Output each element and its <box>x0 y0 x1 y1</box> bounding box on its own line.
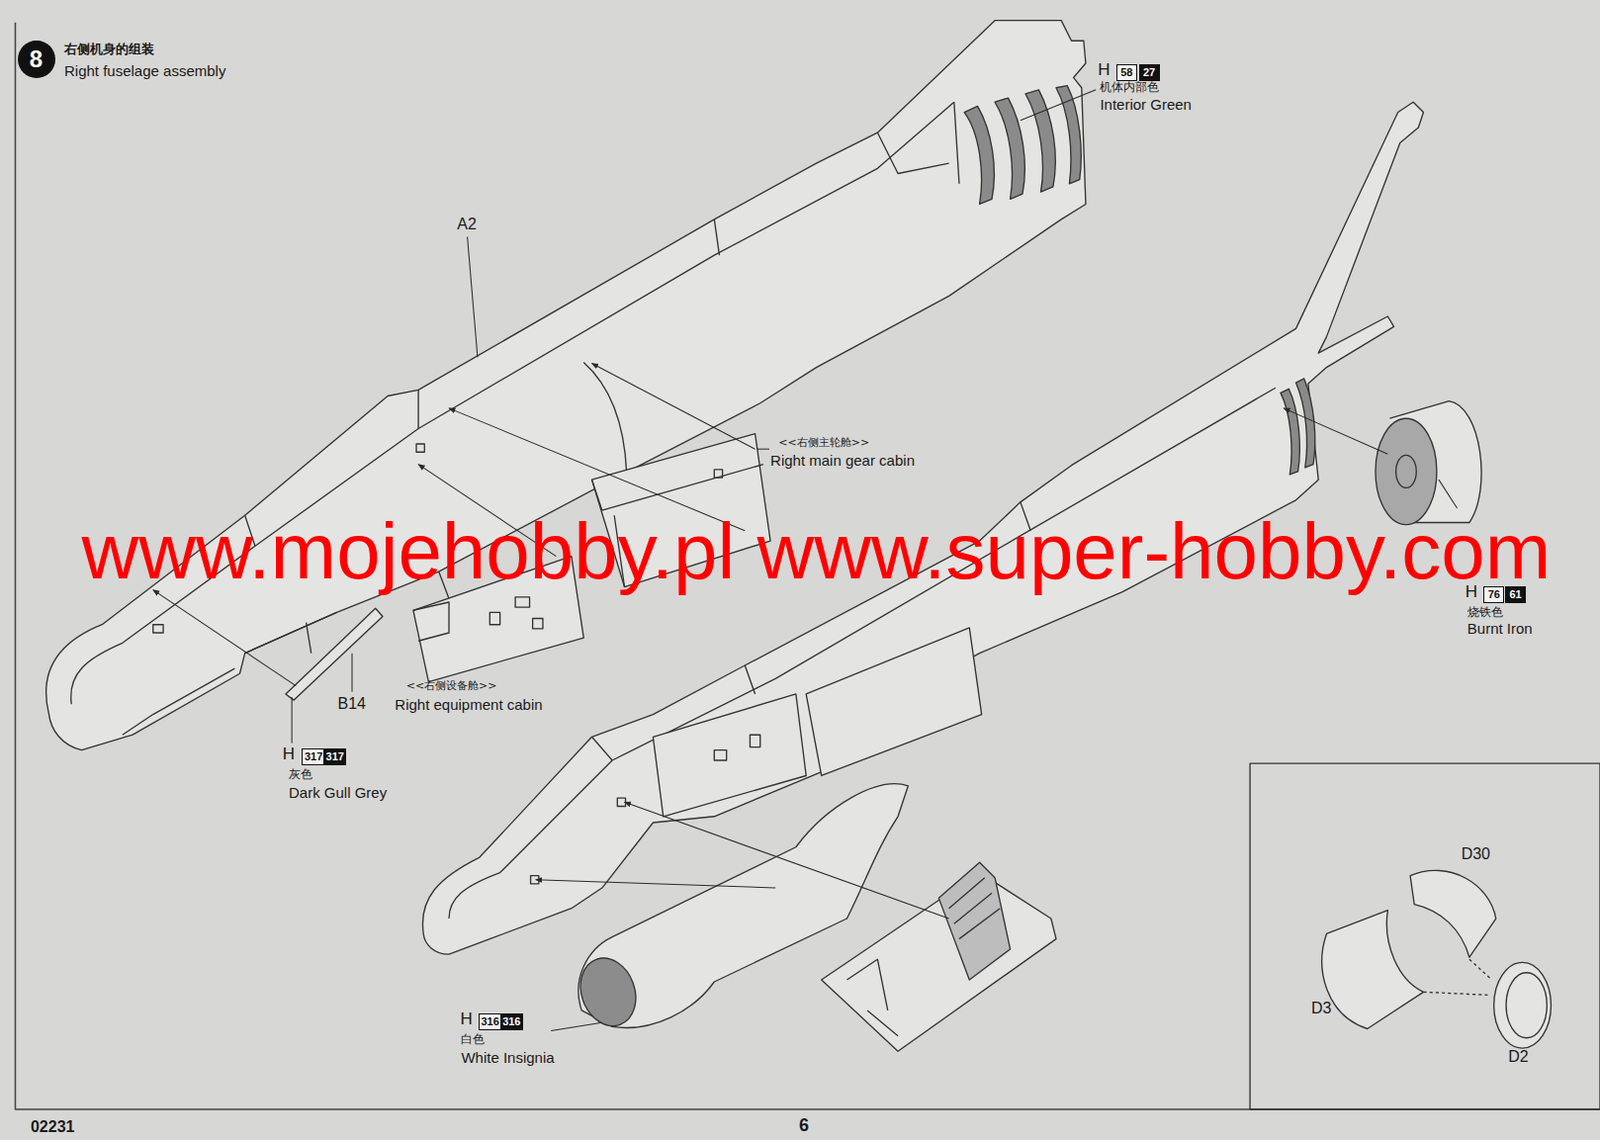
inset-box <box>1249 763 1600 1110</box>
part-number: B14 <box>338 695 366 713</box>
paint-code-text: 316 <box>480 1016 499 1028</box>
paint-code-text: 317 <box>304 751 323 763</box>
cockpit-part <box>821 862 1057 1052</box>
paint-code: 58 <box>1116 64 1138 82</box>
paint-prefix: H <box>459 1010 472 1030</box>
paint-code: 27 <box>1139 64 1160 82</box>
paint-code: 317 <box>323 748 347 766</box>
part-number: D2 <box>1508 1048 1528 1067</box>
kit-number: 02231 <box>30 1118 76 1137</box>
part-name-cn: <<右侧设备舱>> <box>406 680 498 693</box>
part-name-cn: <<右侧主轮舱>> <box>778 437 870 449</box>
inset-parts <box>1322 870 1552 1049</box>
step-number: 8 <box>17 40 56 79</box>
heading-en: Right fuselage assembly <box>64 63 226 81</box>
paint-name: White Insignia <box>460 1050 554 1067</box>
page-number: 6 <box>799 1116 809 1137</box>
paint-name-cn: 灰色 <box>288 768 313 782</box>
paint-code: 317 <box>301 748 325 766</box>
paint-name-cn: 机体内部色 <box>1099 81 1159 94</box>
paint-code: 316 <box>500 1013 524 1031</box>
part-number: D3 <box>1311 999 1332 1018</box>
paint-code: 316 <box>478 1013 502 1031</box>
paint-code-text: 61 <box>1509 589 1521 601</box>
watermark: www.mojehobby.pl www.super-hobby.com <box>82 512 1552 592</box>
part-number: D30 <box>1461 845 1491 864</box>
paint-code-text: 58 <box>1120 67 1133 79</box>
paint-name: Burnt Iron <box>1467 621 1533 638</box>
step-number-text: 8 <box>29 47 43 72</box>
exhaust-part <box>1375 401 1482 526</box>
paint-prefix: H <box>282 745 295 765</box>
part-number: A2 <box>456 215 477 234</box>
strip-part <box>285 608 383 701</box>
paint-code-text: 76 <box>1488 589 1501 601</box>
paint-code-text: 317 <box>326 751 345 763</box>
paint-name: Dark Gull Grey <box>288 785 387 802</box>
assembly-arrows <box>153 362 1389 919</box>
part-name: Right equipment cabin <box>394 697 542 714</box>
paint-prefix: H <box>1465 583 1478 603</box>
paint-code-text: 27 <box>1143 67 1156 79</box>
paint-name: Interior Green <box>1099 96 1192 114</box>
paint-name-cn: 烧铁色 <box>1467 606 1504 620</box>
paint-code-text: 316 <box>502 1016 521 1028</box>
part-name: Right main gear cabin <box>770 452 915 470</box>
paint-prefix: H <box>1097 61 1110 81</box>
paint-name-cn: 白色 <box>460 1033 485 1047</box>
heading-cn: 右侧机身的组装 <box>64 42 155 57</box>
